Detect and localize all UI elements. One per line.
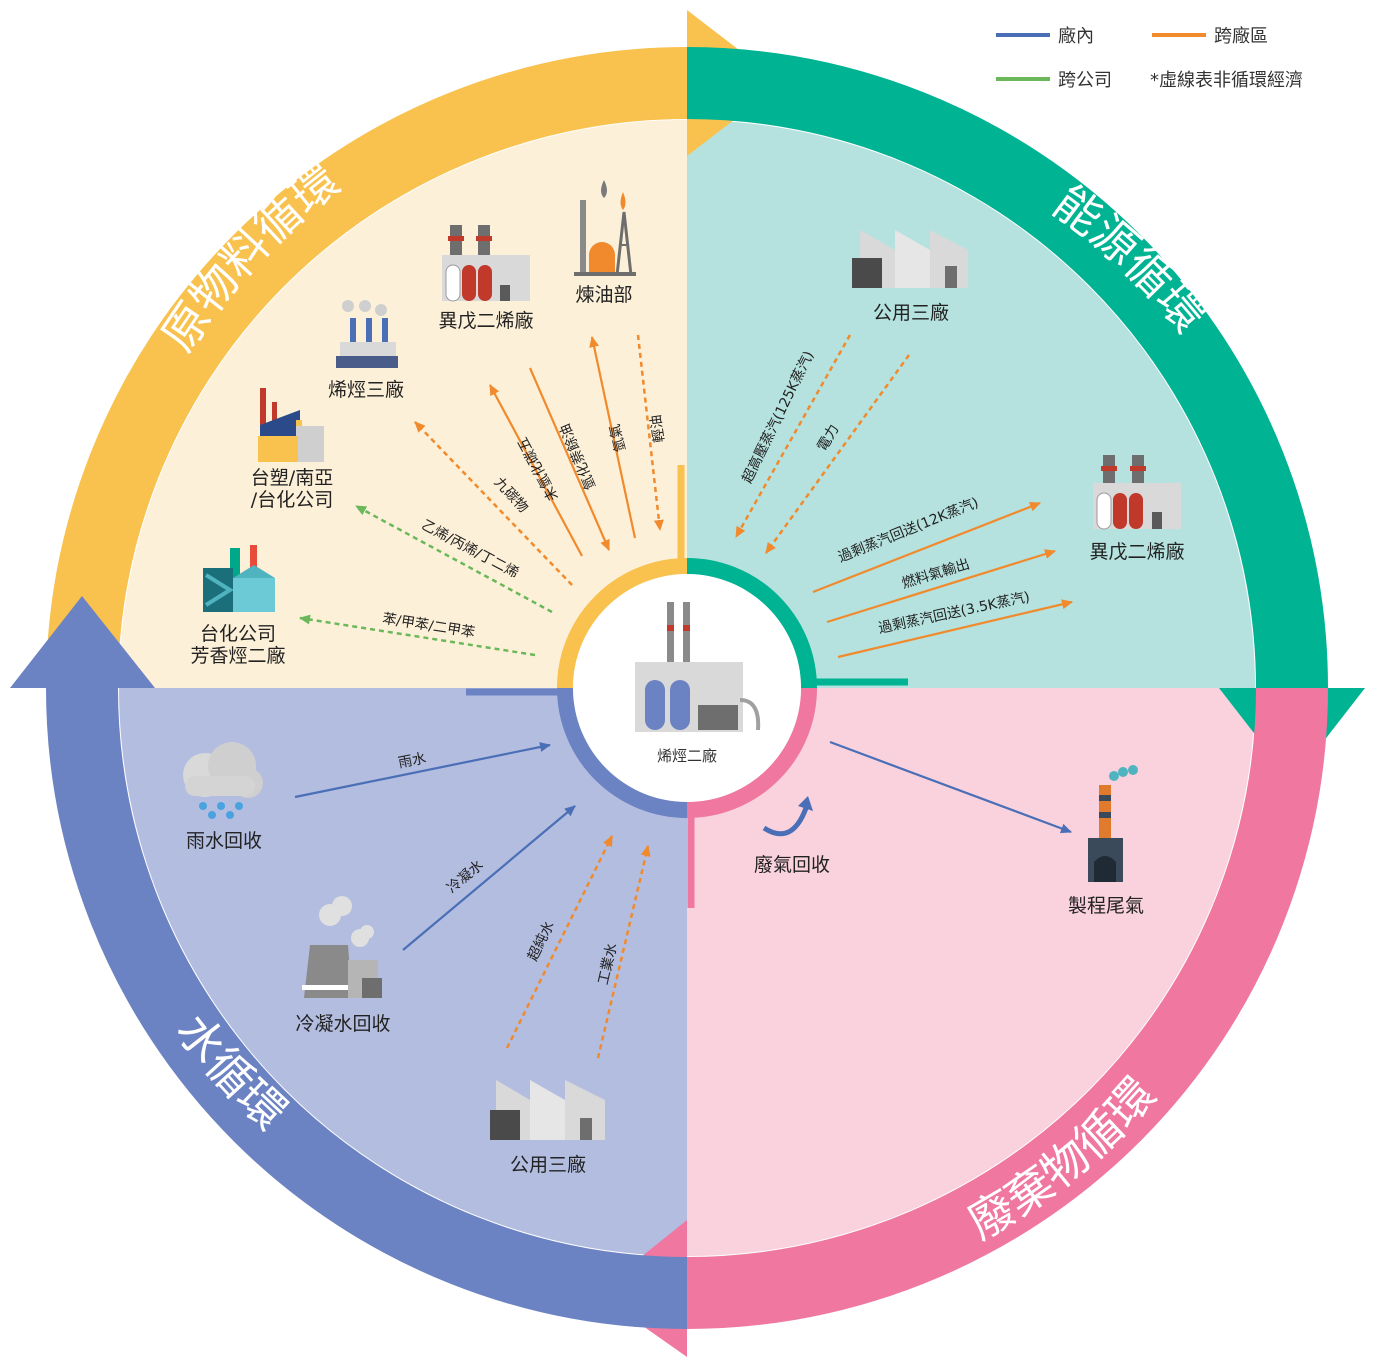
refinery-icon bbox=[574, 180, 636, 276]
aromatics-label: 台化公司芳香烴二廠 bbox=[190, 623, 285, 667]
gas-recovery-label: 廢氣回收 bbox=[754, 854, 830, 876]
exhaust-label: 製程尾氣 bbox=[1068, 895, 1144, 917]
water-ring-arrowhead bbox=[10, 596, 155, 688]
utility-bottom-label: 公用三廠 bbox=[510, 1153, 586, 1176]
legend-cross-company-swatch bbox=[996, 77, 1050, 81]
exhaust-stack-icon bbox=[1088, 765, 1138, 882]
flow-arrow-ultrapure bbox=[505, 835, 614, 1049]
flow-arrow-hydrogen bbox=[589, 336, 637, 539]
label-line: 芳香烴二廠 bbox=[190, 644, 285, 667]
flow-arrows bbox=[294, 334, 1073, 1059]
gas-recovery-icon bbox=[762, 796, 813, 837]
legend-cross-plant-swatch bbox=[1152, 33, 1206, 37]
rain-recovery-label: 雨水回收 bbox=[186, 830, 262, 852]
aromatics-icon bbox=[203, 545, 275, 612]
water-ring bbox=[46, 687, 688, 1329]
flow-label-hydrogen: 氫氣 bbox=[607, 422, 629, 453]
legend-dashed-note-text: *虛線表非循環經濟 bbox=[1150, 70, 1303, 91]
flow-arrow-industrial bbox=[596, 845, 651, 1059]
flow-arrow-btx bbox=[299, 614, 536, 657]
label-line: 台化公司 bbox=[200, 623, 276, 645]
energy-ring bbox=[686, 47, 1328, 689]
isoprene-right-icon bbox=[1093, 455, 1181, 530]
flow-arrow-c9 bbox=[414, 421, 573, 586]
waste-ring bbox=[686, 687, 1328, 1329]
cycle-ring bbox=[10, 10, 1365, 1357]
flow-arrow-c5 bbox=[489, 384, 583, 557]
label-line: 台塑/南亞 bbox=[251, 467, 333, 489]
formosa-icon bbox=[258, 388, 324, 462]
legend-cross-company: 跨公司 bbox=[996, 66, 1112, 92]
legend-cross-plant-text: 跨廠區 bbox=[1214, 26, 1268, 47]
utility-bottom-icon bbox=[490, 1080, 605, 1140]
olefin3-icon bbox=[336, 300, 398, 368]
flow-label-light-oil: 輕油 bbox=[648, 414, 668, 444]
legend-dashed-note: *虛線表非循環經濟 bbox=[1150, 66, 1303, 92]
flow-label-rainwater: 雨水 bbox=[397, 751, 428, 772]
factory-icon bbox=[635, 602, 761, 732]
isoprene-top-icon bbox=[442, 225, 530, 302]
flow-arrow-condensate-water bbox=[402, 805, 576, 951]
rain-cloud-icon bbox=[183, 742, 263, 819]
refinery-label: 煉油部 bbox=[575, 284, 632, 306]
isoprene-top-label: 異戊二烯廠 bbox=[438, 309, 533, 332]
center-plant-label: 烯烴二廠 bbox=[657, 747, 717, 765]
cooling-tower-icon bbox=[302, 896, 382, 998]
flow-arrow-olefins bbox=[355, 504, 553, 614]
legend-cross-company-text: 跨公司 bbox=[1058, 70, 1112, 91]
legend-in-plant-swatch bbox=[996, 33, 1050, 37]
flow-arrow-light-oil bbox=[636, 334, 664, 531]
label-line: /台化公司 bbox=[251, 489, 333, 511]
flow-arrow-fuel-gas bbox=[826, 549, 1056, 624]
isoprene-right-label: 異戊二烯廠 bbox=[1089, 540, 1184, 563]
flow-arrow-steam-125k bbox=[734, 334, 852, 538]
legend-in-plant-text: 廠內 bbox=[1058, 26, 1094, 47]
raw-ring bbox=[46, 47, 688, 689]
flow-arrow-steam-12k bbox=[812, 501, 1041, 594]
formosa-label: 台塑/南亞/台化公司 bbox=[251, 467, 333, 511]
olefin3-label: 烯烴三廠 bbox=[328, 378, 404, 401]
flow-arrow-rainwater bbox=[294, 742, 551, 799]
legend-in-plant: 廠內 bbox=[996, 22, 1094, 48]
flow-arrow-steam-35k bbox=[837, 599, 1073, 659]
flow-arrow-exhaust bbox=[829, 740, 1072, 834]
flow-arrow-power bbox=[764, 354, 911, 554]
utility-top-label: 公用三廠 bbox=[873, 301, 949, 324]
condensate-recovery-label: 冷凝水回收 bbox=[295, 1013, 390, 1035]
legend-cross-plant: 跨廠區 bbox=[1152, 22, 1268, 48]
flow-arrow-hydro-oil bbox=[528, 367, 611, 551]
utility-top-icon bbox=[852, 230, 968, 288]
